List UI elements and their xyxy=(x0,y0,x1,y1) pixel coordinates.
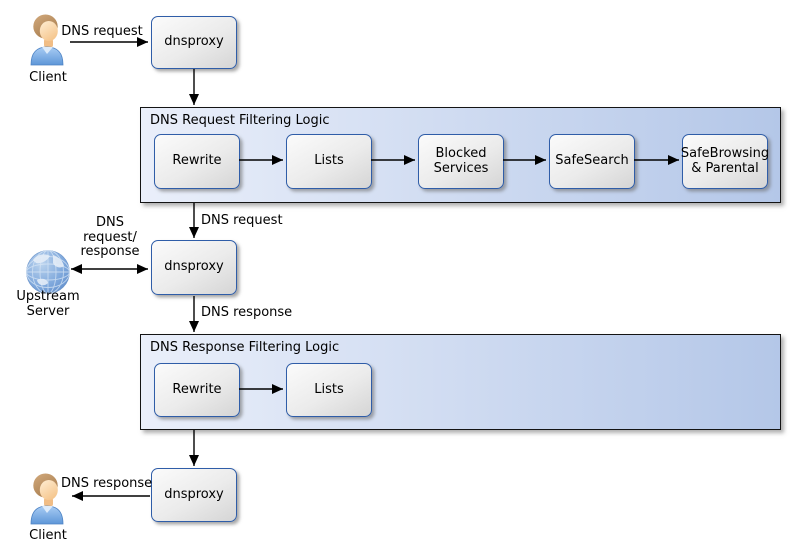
person-icon xyxy=(30,14,64,66)
upstream-server-label-line1: Upstream xyxy=(16,289,80,304)
edge-label-dns-request-top: DNS request xyxy=(61,24,143,39)
response-filtering-container: DNS Response Filtering Logic Rewrite Lis… xyxy=(140,334,781,430)
upstream-server-label: Upstream Server xyxy=(8,289,88,319)
response-filtering-title: DNS Response Filtering Logic xyxy=(150,340,340,355)
dnsproxy-node-bottom: dnsproxy xyxy=(151,468,237,522)
dnsproxy-node-top: dnsproxy xyxy=(151,16,237,69)
edge-label-upstream-exchange: DNS request/ response xyxy=(78,215,142,260)
edge-label-dns-request-middle: DNS request xyxy=(201,213,283,228)
filter-step-rewrite: Rewrite xyxy=(154,134,240,189)
filter-step-blocked-services: Blocked Services xyxy=(418,134,504,189)
filter-step-safebrowsing-parental: SafeBrowsing & Parental xyxy=(681,134,769,189)
person-icon xyxy=(30,473,64,525)
filter-step-safesearch: SafeSearch xyxy=(549,134,635,189)
filter-step-rewrite: Rewrite xyxy=(154,363,240,417)
edge-label-upstream-line2: request/ xyxy=(83,229,137,245)
globe-icon xyxy=(26,250,70,294)
dnsproxy-node-middle: dnsproxy xyxy=(151,240,237,295)
client-bottom-label: Client xyxy=(29,528,67,543)
request-filtering-container: DNS Request Filtering Logic Rewrite List… xyxy=(140,107,781,203)
request-filtering-title: DNS Request Filtering Logic xyxy=(150,113,330,128)
edge-label-dns-response-bottom: DNS response xyxy=(61,476,153,491)
filter-step-lists: Lists xyxy=(286,363,372,417)
edge-label-upstream-line1: DNS xyxy=(96,215,124,230)
edge-label-upstream-line3: response xyxy=(80,244,140,259)
edge-label-dns-response-middle: DNS response xyxy=(201,305,293,320)
filter-step-lists: Lists xyxy=(286,134,372,189)
client-top-label: Client xyxy=(29,70,67,85)
upstream-server-label-line2: Server xyxy=(26,303,70,319)
